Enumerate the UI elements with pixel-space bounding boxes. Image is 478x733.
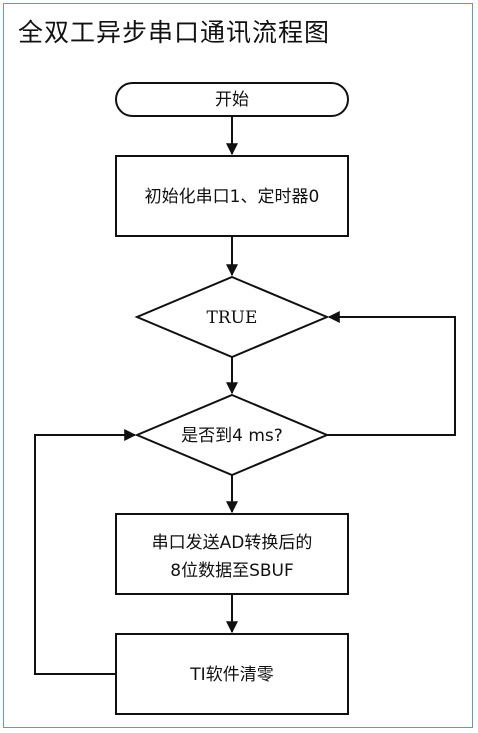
send-node: [115, 513, 349, 595]
clear-ti-label: TI软件清零: [189, 665, 273, 685]
send-label-line2: 8位数据至SBUF: [170, 561, 294, 581]
init-label: 初始化串口1、定时器0: [145, 187, 320, 207]
clear-ti-node: [115, 633, 349, 715]
timer-check-label: 是否到4 ms?: [181, 426, 283, 446]
start-label: 开始: [215, 90, 249, 110]
edge-check-no-loop: [327, 311, 456, 436]
send-label-line1: 串口发送AD转换后的: [152, 533, 313, 553]
diagram-frame: [3, 3, 473, 728]
diagram-title: 全双工异步串口通讯流程图: [18, 18, 331, 47]
edge-clear-return-loop: [34, 429, 137, 675]
loop-condition-label: TRUE: [207, 308, 258, 328]
